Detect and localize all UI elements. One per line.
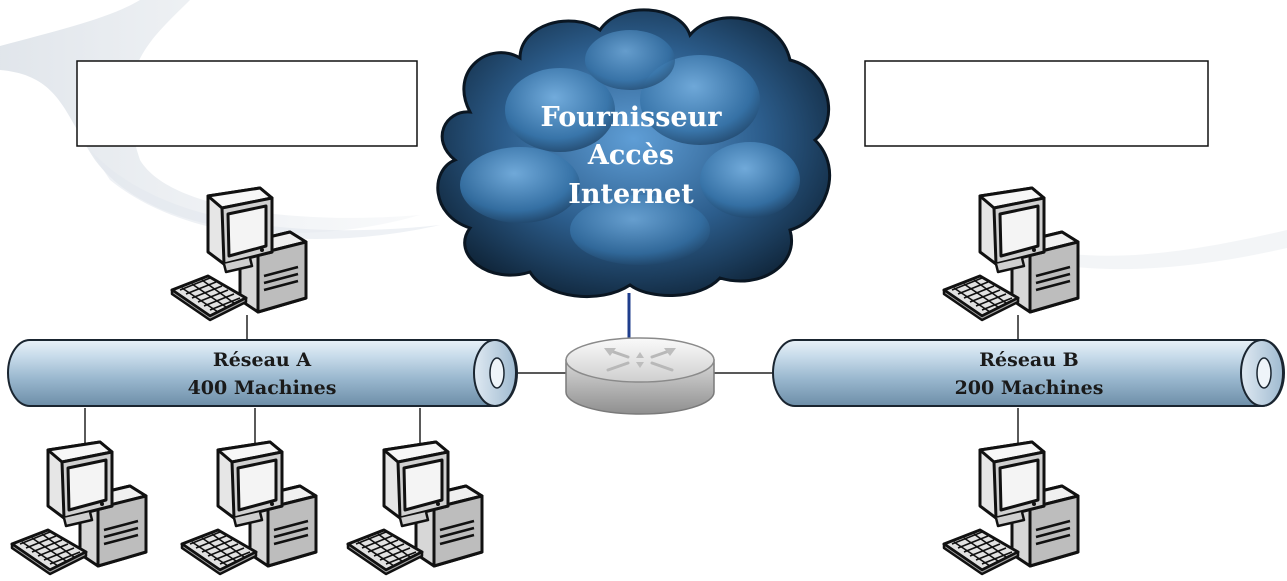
computer-icon-a1 <box>10 440 148 576</box>
address-box-network-b <box>864 60 1209 147</box>
router-icon <box>565 337 715 415</box>
cloud-label-line3: Internet <box>568 179 694 210</box>
address-box-network-a <box>76 60 418 147</box>
network-a-name: Réseau A <box>213 349 311 371</box>
cloud-label-line2: Accès <box>587 140 674 171</box>
network-a-machines: 400 Machines <box>188 377 337 399</box>
computer-icon-b1 <box>942 440 1080 576</box>
connection-lines <box>84 315 1019 445</box>
computer-icon-a3 <box>346 440 484 576</box>
computer-icon-b-top <box>942 186 1080 322</box>
network-b-pipe: Réseau B 200 Machines <box>772 339 1285 407</box>
computer-icon-a2 <box>180 440 318 576</box>
network-a-pipe: Réseau A 400 Machines <box>7 339 518 407</box>
watermark-swoosh <box>0 0 1287 270</box>
network-b-name: Réseau B <box>979 349 1078 371</box>
cloud-label-line1: Fournisseur <box>541 102 723 133</box>
internet-cloud: Fournisseur Accès Internet <box>436 8 832 299</box>
network-b-machines: 200 Machines <box>955 377 1104 399</box>
